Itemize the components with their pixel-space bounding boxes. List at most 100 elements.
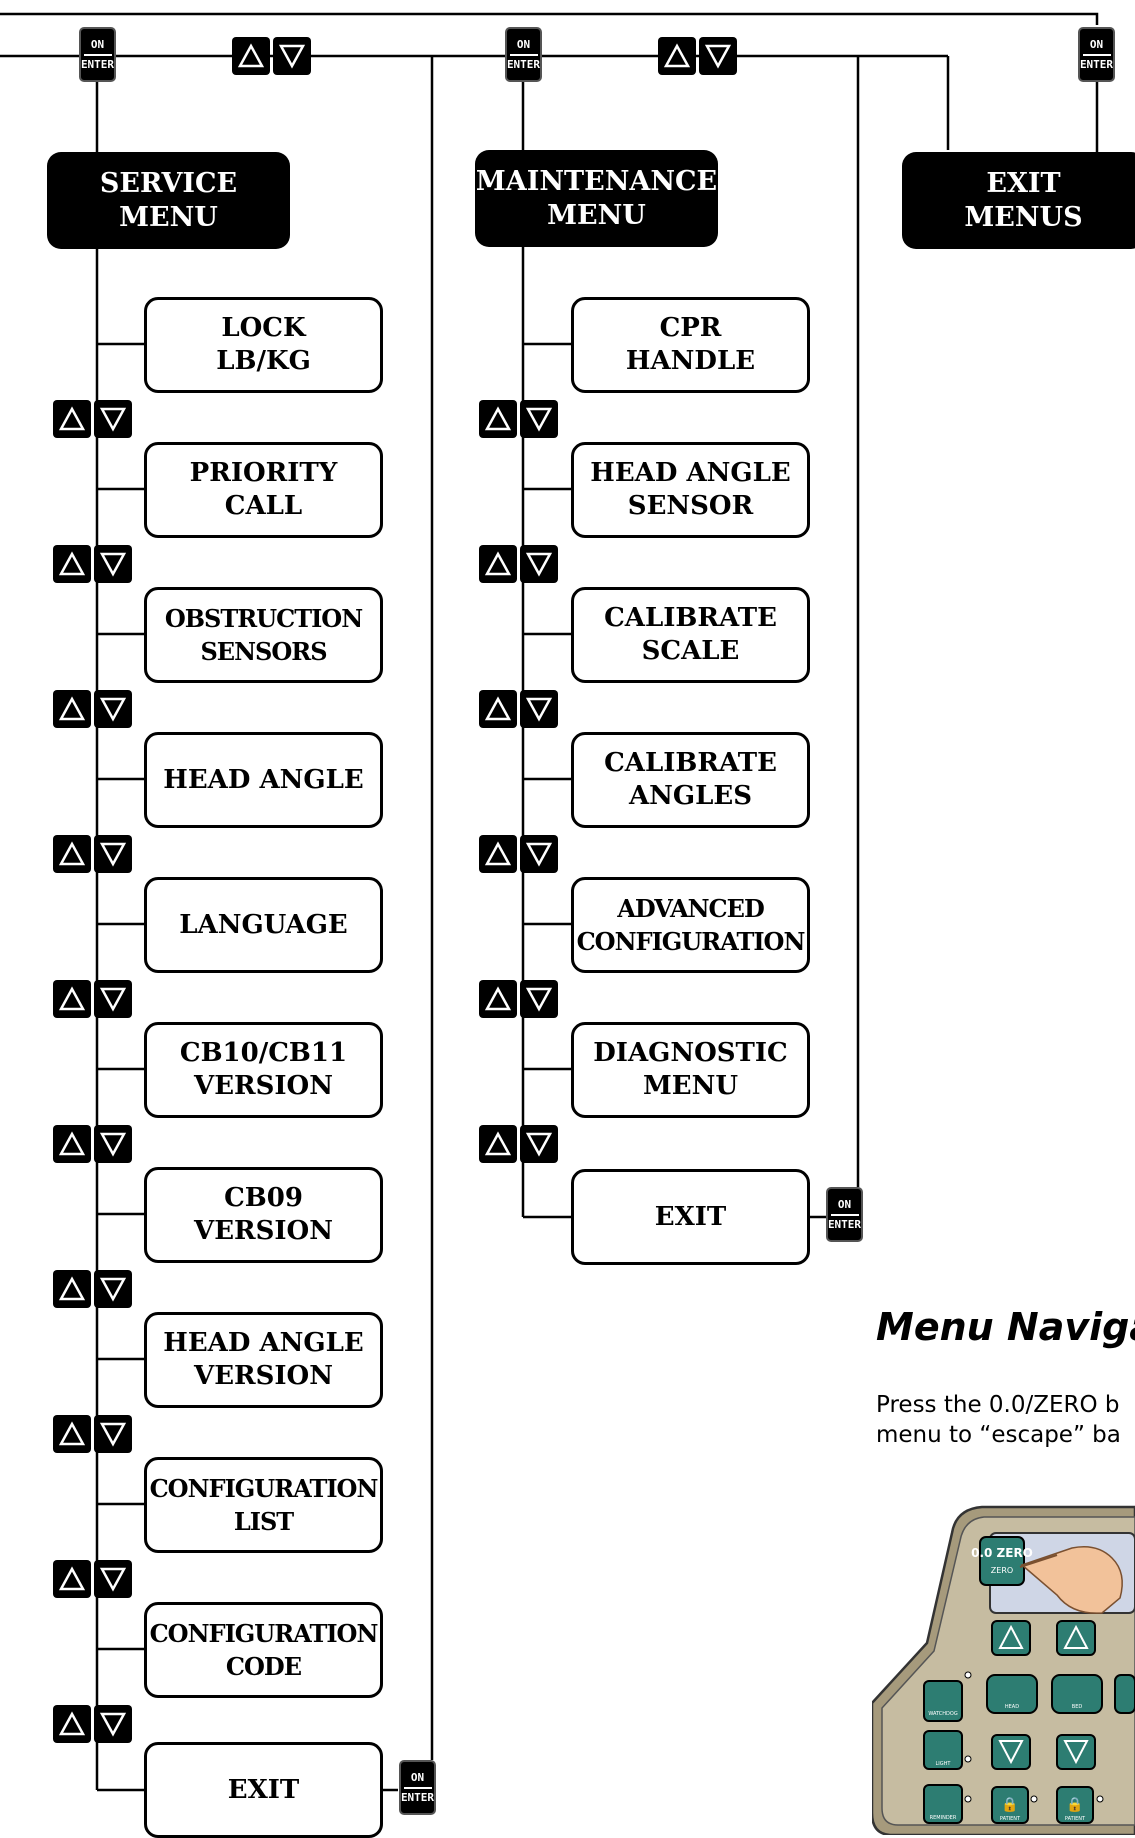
up-arrow-key[interactable] (479, 835, 517, 873)
svg-text:🔒: 🔒 (1001, 1797, 1018, 1813)
up-arrow-icon (58, 1711, 86, 1736)
menu-item-obstruction-sensors[interactable]: OBSTRUCTION SENSORS (144, 587, 383, 683)
down-arrow-key[interactable] (94, 690, 132, 728)
up-arrow-key[interactable] (53, 1415, 91, 1453)
menu-arrow-pair (53, 980, 132, 1018)
on-label: ON (90, 37, 105, 51)
menu-item-head-angle[interactable]: HEAD ANGLE (144, 732, 383, 828)
svg-text:🔒: 🔒 (1066, 1797, 1083, 1813)
down-arrow-key[interactable] (520, 545, 558, 583)
menu-arrow-pair (479, 545, 558, 583)
down-arrow-icon (525, 842, 553, 867)
up-arrow-key[interactable] (53, 1560, 91, 1598)
down-arrow-key[interactable] (94, 1270, 132, 1308)
key-divider (509, 53, 538, 56)
up-arrow-key[interactable] (479, 400, 517, 438)
menu-item-lock-lb-kg[interactable]: LOCK LB/KG (144, 297, 383, 393)
menu-arrow-pair (53, 1705, 132, 1743)
down-arrow-icon (99, 1422, 127, 1447)
menu-navigation-text: Press the 0.0/ZERO b menu to “escape” ba (876, 1390, 1121, 1450)
svg-text:REMINDER: REMINDER (930, 1815, 957, 1821)
up-arrow-key[interactable] (53, 1270, 91, 1308)
down-arrow-key[interactable] (94, 1560, 132, 1598)
up-arrow-key[interactable] (479, 545, 517, 583)
menu-item-cb10-cb11-version[interactable]: CB10/CB11 VERSION (144, 1022, 383, 1118)
up-arrow-icon (58, 1131, 86, 1156)
menu-item-head-angle-version[interactable]: HEAD ANGLE VERSION (144, 1312, 383, 1408)
nav-text-line-1: Press the 0.0/ZERO b (876, 1392, 1120, 1418)
down-arrow-key[interactable] (94, 1415, 132, 1453)
up-arrow-icon (58, 841, 86, 866)
service-exit-enter-key[interactable]: ON ENTER (399, 1760, 436, 1815)
up-arrow-key[interactable] (53, 1125, 91, 1163)
maintenance-menu-header: MAINTENANCE MENU (475, 150, 718, 247)
down-arrow-key[interactable] (520, 690, 558, 728)
up-arrow-key[interactable] (479, 1125, 517, 1163)
down-arrow-icon (525, 697, 553, 722)
up-arrow-key[interactable] (53, 545, 91, 583)
maintenance-exit-enter-key[interactable]: ON ENTER (826, 1187, 863, 1242)
down-arrow-key[interactable] (94, 400, 132, 438)
up-arrow-key[interactable] (53, 690, 91, 728)
up-arrow-key[interactable] (53, 980, 91, 1018)
enter-label: ENTER (827, 1217, 862, 1231)
menu-item-diagnostic-menu[interactable]: DIAGNOSTIC MENU (571, 1022, 810, 1118)
menu-arrow-pair (53, 690, 132, 728)
menu-item-calibrate-angles[interactable]: CALIBRATE ANGLES (571, 732, 810, 828)
on-label: ON (1089, 37, 1104, 51)
key-divider (83, 53, 112, 56)
menu-item-advanced-configuration[interactable]: ADVANCED CONFIGURATION (571, 877, 810, 973)
menu-arrow-pair (53, 835, 132, 873)
svg-text:ZERO: ZERO (991, 1566, 1013, 1575)
up-arrow-icon (484, 406, 512, 431)
menu-item-configuration-list[interactable]: CONFIGURATION LIST (144, 1457, 383, 1553)
down-arrow-key[interactable] (94, 835, 132, 873)
menu-item-maintenance-exit[interactable]: EXIT (571, 1169, 810, 1265)
menu-arrow-pair (53, 1270, 132, 1308)
menu-item-configuration-code[interactable]: CONFIGURATION CODE (144, 1602, 383, 1698)
up-arrow-icon (58, 1276, 86, 1301)
menu-item-language[interactable]: LANGUAGE (144, 877, 383, 973)
down-arrow-icon (99, 552, 127, 577)
down-arrow-key[interactable] (520, 1125, 558, 1163)
pointing-hand-icon (1020, 1546, 1123, 1614)
up-arrow-key[interactable] (232, 37, 270, 75)
svg-text:LIGHT: LIGHT (936, 1761, 952, 1767)
down-arrow-key[interactable] (699, 37, 737, 75)
down-arrow-icon (99, 842, 127, 867)
up-arrow-key[interactable] (479, 690, 517, 728)
down-arrow-key[interactable] (94, 980, 132, 1018)
down-arrow-key[interactable] (520, 400, 558, 438)
down-arrow-key[interactable] (94, 1705, 132, 1743)
svg-text:BED: BED (1072, 1704, 1083, 1710)
up-arrow-key[interactable] (53, 400, 91, 438)
down-arrow-icon (99, 1567, 127, 1592)
enter-label: ENTER (1079, 57, 1114, 71)
menu-item-calibrate-scale[interactable]: CALIBRATE SCALE (571, 587, 810, 683)
exit-menus-header: EXIT MENUS (902, 152, 1135, 249)
menu-item-cb09-version[interactable]: CB09 VERSION (144, 1167, 383, 1263)
menu-item-head-angle-sensor[interactable]: HEAD ANGLE SENSOR (571, 442, 810, 538)
exit-menus-enter-key[interactable]: ON ENTER (1078, 27, 1115, 82)
up-arrow-key[interactable] (479, 980, 517, 1018)
menu-item-cpr-handle[interactable]: CPR HANDLE (571, 297, 810, 393)
down-arrow-icon (99, 407, 127, 432)
maintenance-enter-key[interactable]: ON ENTER (505, 27, 542, 82)
up-arrow-icon (484, 551, 512, 576)
menu-item-service-exit[interactable]: EXIT (144, 1742, 383, 1838)
down-arrow-icon (704, 44, 732, 69)
down-arrow-key[interactable] (94, 545, 132, 583)
service-enter-key[interactable]: ON ENTER (79, 27, 116, 82)
up-arrow-key[interactable] (53, 1705, 91, 1743)
up-arrow-icon (58, 406, 86, 431)
up-arrow-icon (58, 551, 86, 576)
down-arrow-key[interactable] (273, 37, 311, 75)
down-arrow-key[interactable] (520, 980, 558, 1018)
menu-arrow-pair (53, 1415, 132, 1453)
menu-item-priority-call[interactable]: PRIORITY CALL (144, 442, 383, 538)
up-arrow-key[interactable] (53, 835, 91, 873)
down-arrow-key[interactable] (94, 1125, 132, 1163)
up-arrow-key[interactable] (658, 37, 696, 75)
on-label: ON (410, 1770, 425, 1784)
down-arrow-key[interactable] (520, 835, 558, 873)
